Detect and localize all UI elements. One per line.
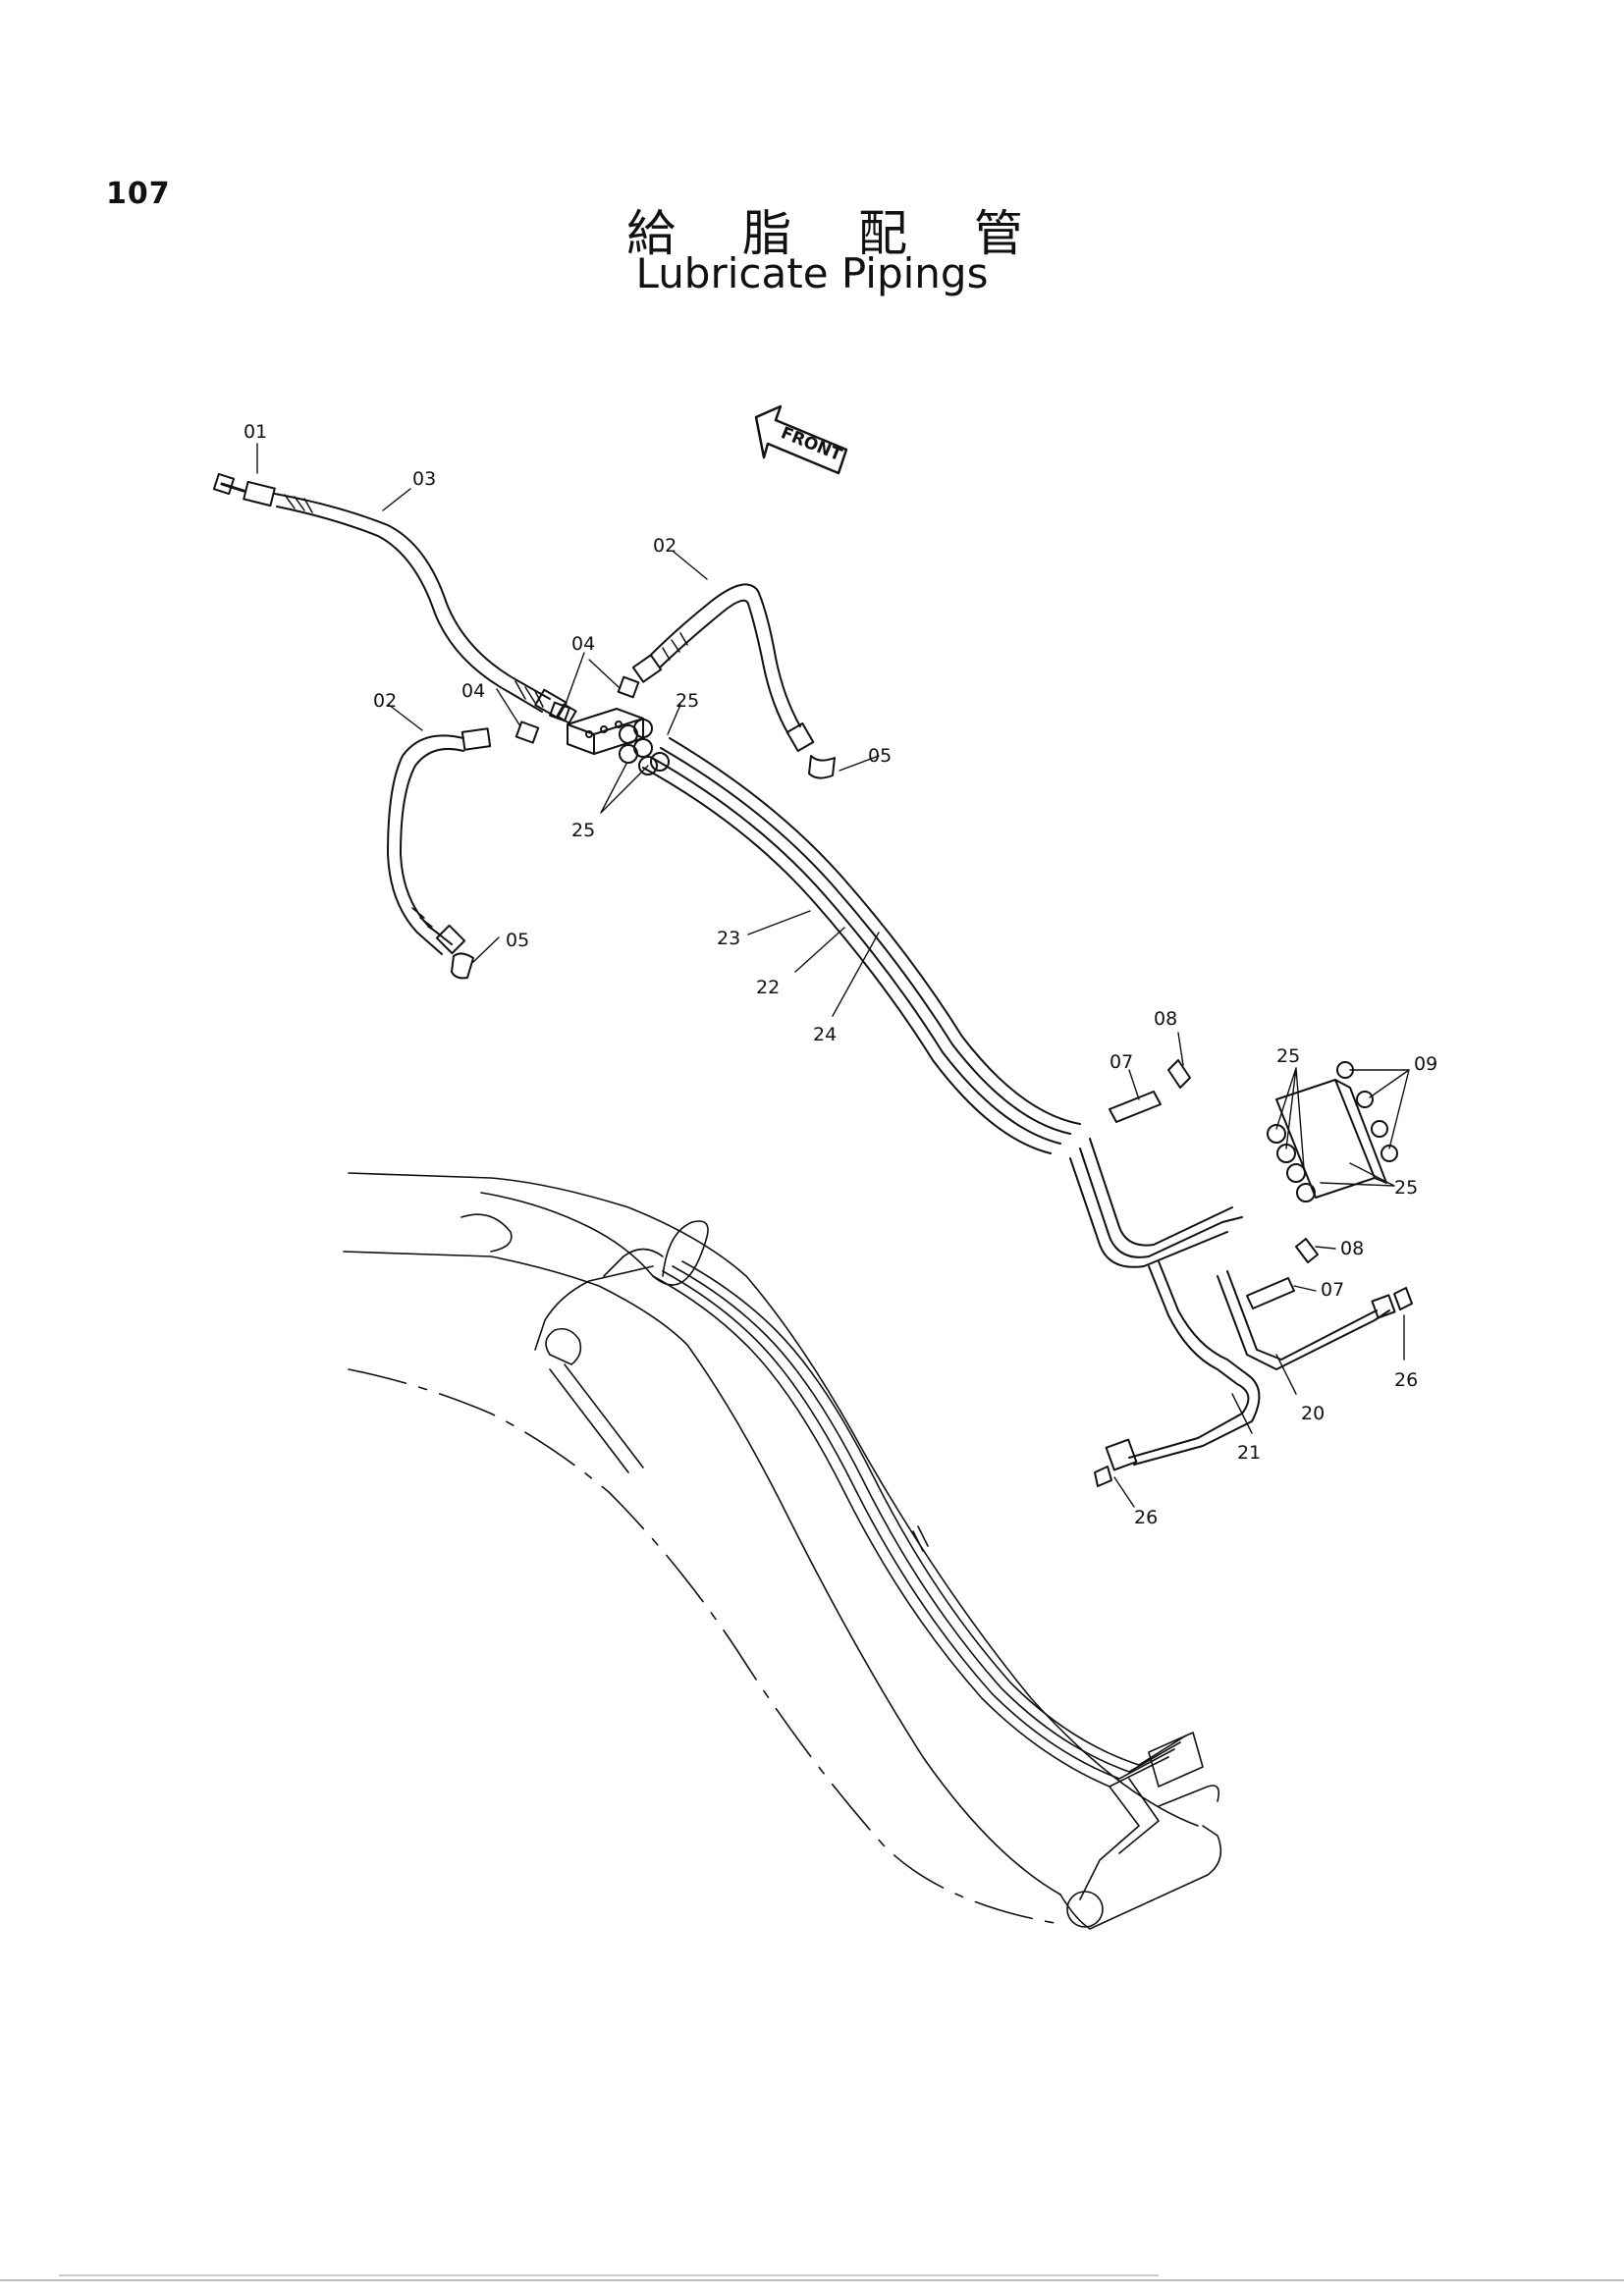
hose-02-lower (387, 727, 492, 980)
footer-rule (0, 2279, 1624, 2281)
hose-03 (212, 472, 577, 724)
callout-25b: 25 (571, 820, 595, 841)
callout-23: 23 (717, 928, 740, 949)
callout-08b: 08 (1340, 1238, 1364, 1259)
callout-20: 20 (1301, 1403, 1325, 1424)
callout-03: 03 (412, 468, 436, 490)
nipple-group-upper (619, 719, 670, 775)
callout-25c: 25 (1276, 1045, 1300, 1067)
callout-02a: 02 (653, 535, 677, 557)
callout-07b: 07 (1321, 1279, 1344, 1301)
callout-22: 22 (756, 977, 780, 998)
page-title-japanese: 給 脂 配 管 (626, 205, 1049, 262)
page-title-english: Lubricate Pipings (635, 249, 989, 297)
lower-pipes (1069, 1138, 1396, 1471)
hose-02-upper (631, 583, 836, 779)
callout-26b: 26 (1134, 1507, 1158, 1528)
callout-07a: 07 (1110, 1051, 1133, 1073)
callout-25d: 25 (1394, 1177, 1418, 1199)
callout-04b: 04 (461, 680, 485, 702)
lower-manifold (1267, 1061, 1398, 1202)
boom-hose (480, 1192, 1220, 1900)
callout-21: 21 (1237, 1442, 1261, 1464)
callout-05a: 05 (868, 745, 892, 767)
leader-lines (256, 443, 1410, 1508)
callout-25a: 25 (676, 690, 699, 712)
callout-04a: 04 (571, 633, 595, 655)
callout-08a: 08 (1154, 1008, 1177, 1030)
callout-01: 01 (244, 421, 267, 443)
callout-02b: 02 (373, 690, 397, 712)
boom-outline (343, 1172, 1222, 1930)
callout-labels: 01 03 02 02 04 04 25 25 25 25 05 05 23 2… (244, 421, 1437, 1528)
front-arrow-icon (754, 404, 848, 475)
callout-26a: 26 (1394, 1369, 1418, 1391)
callout-24: 24 (813, 1024, 837, 1045)
callout-05b: 05 (506, 930, 529, 951)
callout-09: 09 (1414, 1053, 1437, 1075)
main-pipes (642, 737, 1081, 1154)
front-label: FRONT (778, 423, 844, 465)
page-number: 107 (106, 177, 171, 211)
